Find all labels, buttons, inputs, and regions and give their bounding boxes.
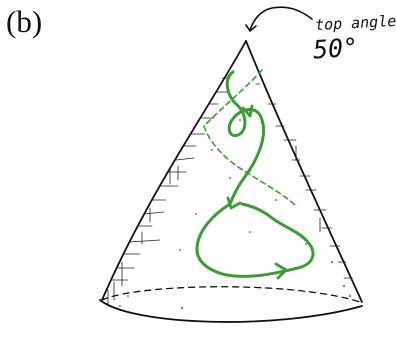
geodesic-path [195, 69, 315, 278]
cone-right-edge [245, 40, 363, 303]
cone-base-back [101, 286, 361, 303]
panel-label: (b) [6, 4, 43, 39]
arrowhead-icon [226, 196, 242, 210]
path-hidden-1 [203, 69, 263, 127]
arrowhead-icon [274, 262, 288, 280]
cone-stipple [119, 119, 351, 309]
path-hidden-2 [203, 125, 297, 207]
path-lower-loop [195, 202, 315, 278]
curved-arrow-icon [245, 6, 313, 33]
cone-left-edge [101, 40, 247, 301]
arrowhead-icon [241, 104, 254, 118]
cone-shading [107, 77, 353, 305]
cone-base-front [99, 299, 363, 323]
cone-outline [99, 40, 363, 323]
path-top-loop [225, 70, 266, 206]
